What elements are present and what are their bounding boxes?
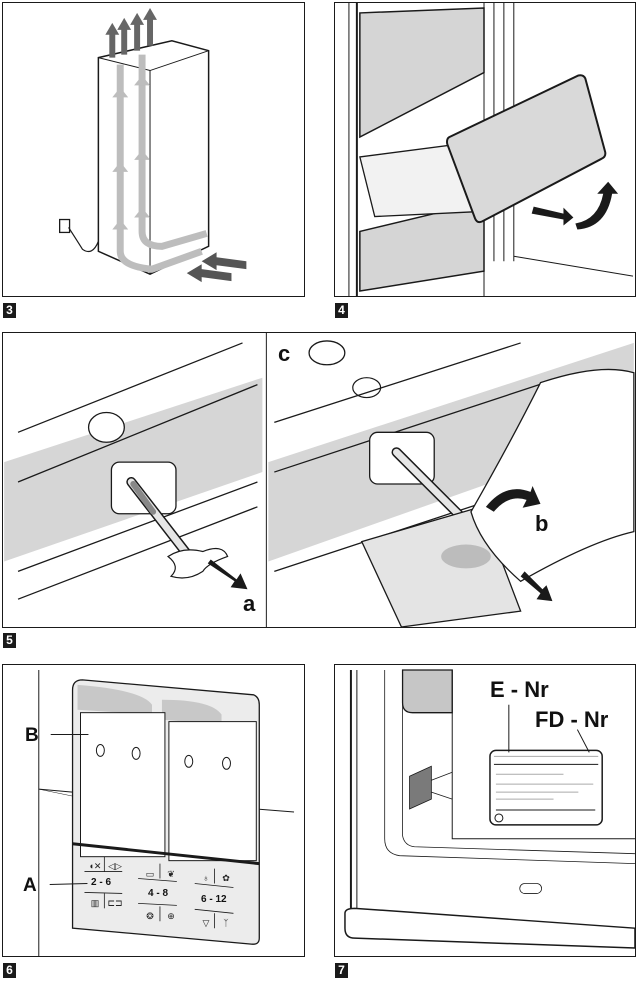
label-a: a [243, 591, 256, 616]
exhaust-arrows-icon [105, 7, 157, 58]
mushroom-icon: ❦ [167, 869, 175, 879]
leader-line-A [49, 883, 88, 885]
figure-number-7: 7 [335, 963, 348, 978]
figure-number-6: 6 [3, 963, 16, 978]
drain-tool-handle [167, 547, 229, 579]
rating-plate-illustration [344, 669, 635, 949]
label-B: B [25, 725, 39, 746]
beef-icon: ▽ [202, 918, 210, 928]
rotate-arrow-b-icon [485, 485, 541, 512]
fish-icon: ◁▷ [108, 861, 122, 871]
freezer-drawer-fronts-illustration [38, 669, 295, 956]
sausage-icon: ▭ [145, 869, 155, 879]
appliance-base [344, 907, 635, 949]
figure-4-drawer-panel [334, 2, 636, 297]
inner-compartment [401, 669, 453, 714]
game-icon: ⊕ [167, 911, 175, 921]
figure-number-4: 4 [335, 303, 348, 318]
pull-arrow-icon [531, 206, 574, 226]
drawer-front-right [168, 721, 257, 862]
appliance-outline [97, 39, 210, 275]
label-c: c [278, 341, 291, 366]
drain-right [268, 340, 635, 627]
wall-socket-icon [58, 218, 71, 234]
airflow-path-left [116, 64, 203, 273]
storage-table-divider [72, 842, 260, 866]
rating-plate-location [409, 765, 432, 810]
fd-nr-label: FD - Nr [535, 707, 609, 732]
storage-months-6-12: 6 - 12 [201, 894, 227, 905]
pull-arrow-b-icon [520, 571, 553, 602]
rating-plate-text-lines [493, 755, 599, 811]
drain-cap-removed [308, 340, 346, 366]
storage-months-2-6: 2 - 6 [91, 877, 112, 888]
storage-months-4-8: 4 - 8 [148, 888, 169, 899]
drip-tray [360, 506, 522, 627]
water-puddle [441, 544, 491, 569]
storage-table-grid [84, 856, 234, 929]
venison-icon: ᛉ [223, 918, 229, 928]
drain-plug-left [4, 342, 263, 600]
cooked-dish-icon: ⊏⊐ [107, 898, 123, 908]
poultry-icon: ❂ [146, 911, 154, 921]
drawer-front [446, 74, 607, 224]
drain-cap [87, 411, 125, 443]
fruit-icon: ✿ [222, 873, 230, 883]
rising-arrows [112, 75, 151, 230]
vegetables-icon: ♁ [202, 873, 210, 883]
drawer-removal-illustration [348, 3, 634, 296]
drain-opening [110, 461, 177, 515]
hand-illustration [470, 368, 635, 583]
fish-fatty-icon: ◖✕ [88, 861, 102, 871]
airflow-path-right [138, 54, 208, 250]
figure-number-3: 3 [3, 303, 16, 318]
drawer-front-left [80, 712, 166, 858]
baked-goods-icon: ▥ [90, 898, 100, 908]
label-b: b [535, 511, 549, 536]
intake-arrows-icon [186, 252, 247, 283]
pull-arrow-a-icon [207, 559, 248, 590]
refrigerator-airflow-illustration [58, 7, 247, 283]
power-cable [68, 227, 99, 253]
figure-3-airflow-panel [2, 2, 305, 297]
figure-5-defrost-panel: a b c [2, 332, 636, 628]
label-A: A [23, 875, 37, 896]
e-nr-label: E - Nr [490, 677, 549, 702]
upper-drawer [359, 7, 485, 139]
figure-number-5: 5 [3, 633, 16, 648]
figure-7-rating-plate-panel: E - Nr FD - Nr [334, 664, 636, 957]
defrost-drain-illustration [4, 333, 635, 627]
tilt-up-arrow-icon [575, 181, 619, 230]
leader-line-fd-nr [576, 729, 590, 753]
rating-plate-enlarged [489, 749, 603, 826]
figure-6-storage-panel: B A ◖✕ ◁▷ 2 - 6 ▥ ⊏⊐ ▭ ❦ 4 - 8 ❂ ⊕ ♁ ✿ 6… [2, 664, 305, 957]
